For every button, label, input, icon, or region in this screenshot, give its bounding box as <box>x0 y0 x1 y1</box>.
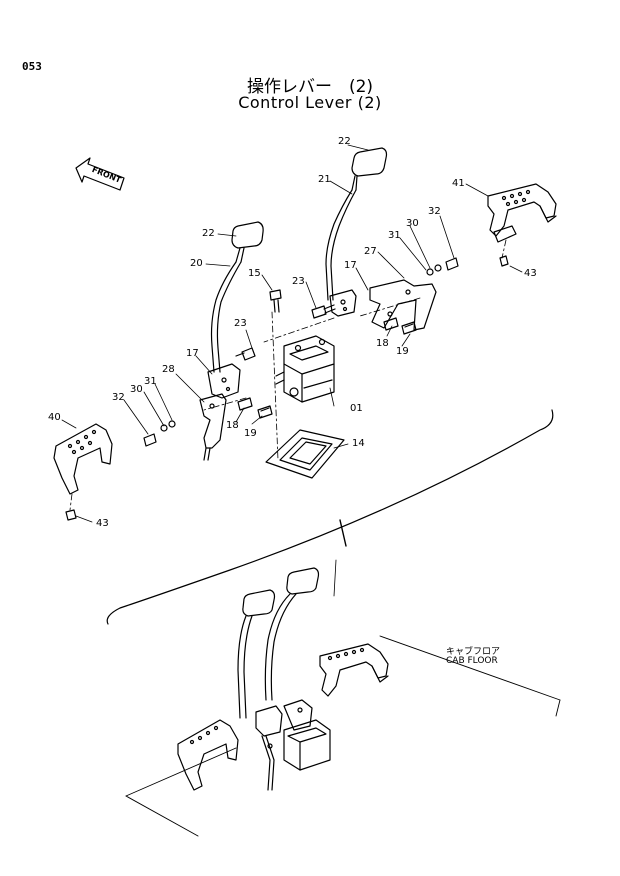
callout-20: 20 <box>190 258 203 269</box>
callout-27: 27 <box>364 246 377 257</box>
callout-40: 40 <box>48 412 61 423</box>
pedal-41 <box>487 183 557 267</box>
callout-15: 15 <box>248 268 261 279</box>
callout-22-left: 22 <box>202 228 215 239</box>
callout-23-right: 23 <box>292 276 305 287</box>
bolt-15 <box>269 289 282 313</box>
separator-curve <box>106 409 554 625</box>
right-lever-assembly <box>311 147 388 319</box>
pins-left <box>237 397 273 419</box>
callout-43-right: 43 <box>524 268 537 279</box>
callout-18-left: 18 <box>226 420 239 431</box>
bracket-27 <box>369 279 437 331</box>
callout-01: 01 <box>350 403 363 414</box>
gasket-plate-14 <box>265 429 345 479</box>
callout-32-right: 32 <box>428 206 441 217</box>
callout-18-right: 18 <box>376 338 389 349</box>
cab-floor-label: CAB FLOOR <box>446 656 498 666</box>
callout-14: 14 <box>352 438 365 449</box>
centerlines <box>69 239 507 511</box>
callout-43-left: 43 <box>96 518 109 529</box>
callout-32-left: 32 <box>112 392 125 403</box>
callout-30-right: 30 <box>406 218 419 229</box>
assembled-view <box>125 567 561 837</box>
washers-right <box>426 257 459 276</box>
callout-22-right: 22 <box>338 136 351 147</box>
callout-28: 28 <box>162 364 175 375</box>
callout-19-right: 19 <box>396 346 409 357</box>
left-lever-assembly <box>207 221 264 399</box>
leader-lines <box>61 144 523 523</box>
callout-31-right: 31 <box>388 230 401 241</box>
pilot-valve-01 <box>275 335 335 403</box>
callout-19-left: 19 <box>244 428 257 439</box>
page-code: 053 <box>22 60 42 73</box>
callout-23-left: 23 <box>234 318 247 329</box>
callout-31-left: 31 <box>144 376 157 387</box>
bracket-28 <box>199 393 227 461</box>
cab-floor-label-jp: キャブフロア <box>446 647 501 657</box>
front-arrow-icon <box>75 157 125 191</box>
pins-right <box>383 317 417 335</box>
callout-17-left: 17 <box>186 348 199 359</box>
callout-17-right: 17 <box>344 260 357 271</box>
title-japanese: 操作レバー (2) <box>246 77 374 97</box>
callout-41: 41 <box>452 178 465 189</box>
callout-30-left: 30 <box>130 384 143 395</box>
callout-21: 21 <box>318 174 331 185</box>
washers-left <box>143 420 176 447</box>
page-title: Control Lever (2) <box>238 93 382 112</box>
pedal-40 <box>53 423 113 521</box>
